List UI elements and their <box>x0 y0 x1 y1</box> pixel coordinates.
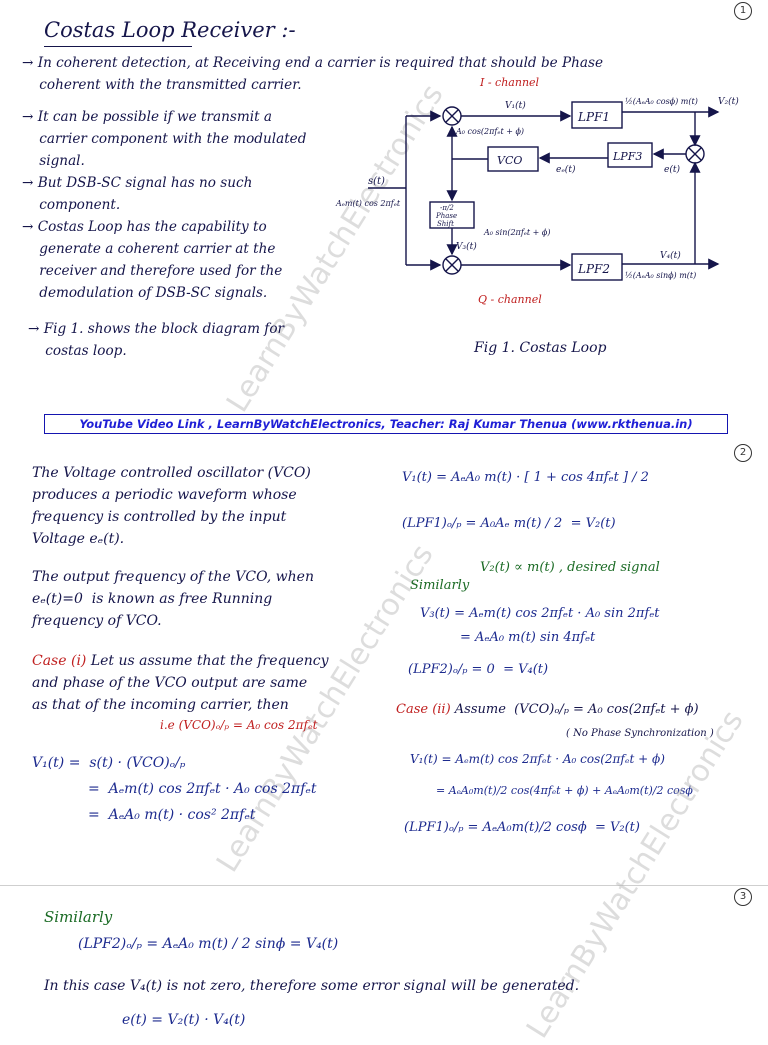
eq-v1-expand: = Aₑm(t) cos 2πfₑt · A₀ cos 2πfₑt <box>88 781 317 797</box>
similarly-label: Similarly <box>44 908 113 926</box>
eq-lpf1-output: (LPF1)ₒ/ₚ = A₀Aₑ m(t) / 2 = V₂(t) <box>402 516 616 531</box>
q-channel-label: Q - channel <box>478 293 542 306</box>
case-2-label: Case (ii) <box>396 702 451 717</box>
error-signal-text: In this case V₄(t) is not zero, therefor… <box>44 978 580 994</box>
title-underline <box>44 46 192 47</box>
eq-v1-case2-expand: = AₑA₀m(t)/2 cos(4πfₑt + ϕ) + AₑA₀m(t)/2… <box>436 784 693 797</box>
bullet-dsb-sc: → But DSB-SC signal has no such componen… <box>22 175 253 213</box>
page-number: 2 <box>734 444 752 462</box>
eq-v1-definition: V₁(t) = s(t) · (VCO)ₒ/ₚ <box>32 755 186 771</box>
et-label: e(t) <box>664 164 680 175</box>
vco-sin-label: A₀ sin(2πfₑt + ϕ) <box>483 228 550 237</box>
lpf1-output-expr: ½(AₑA₀ cosϕ) m(t) <box>625 97 698 106</box>
page-2: 2 LearnByWatchElectronics The Voltage co… <box>0 440 768 885</box>
case-2-block: Case (ii) Assume (VCO)ₒ/ₚ = A₀ cos(2πfₑt… <box>396 702 699 717</box>
case-1-label: Case (i) <box>32 653 87 669</box>
free-running-frequency: The output frequency of the VCO, when eₑ… <box>32 569 314 629</box>
page-title: Costas Loop Receiver :- <box>44 18 296 42</box>
v4-label: V₄(t) <box>660 250 681 261</box>
vco-definition: The Voltage controlled oscillator (VCO) … <box>32 465 311 547</box>
eq-v1-cos: V₁(t) = AₑA₀ m(t) · [ 1 + cos 4πfₑt ] / … <box>402 470 649 485</box>
bullet-coherent-detection: → In coherent detection, at Receiving en… <box>22 55 604 93</box>
v3-label: V₃(t) <box>456 241 477 252</box>
youtube-link-banner[interactable]: YouTube Video Link , LearnByWatchElectro… <box>44 414 728 434</box>
v1-label: V₁(t) <box>505 100 526 111</box>
ec-label: eₑ(t) <box>556 164 576 175</box>
desired-signal: V₂(t) ∝ m(t) , desired signal <box>480 560 660 575</box>
eq-v3-result: = AₑA₀ m(t) sin 4πfₑt <box>460 630 596 645</box>
vco-label: VCO <box>497 154 522 167</box>
figure-caption: Fig 1. Costas Loop <box>474 340 607 356</box>
similarly-label: Similarly <box>410 578 470 593</box>
lpf2-output-expr: ½(AₑA₀ sinϕ) m(t) <box>625 271 696 280</box>
i-channel-label: I - channel <box>479 76 540 89</box>
lpf1-label: LPF1 <box>577 110 610 124</box>
v2-label: V₂(t) <box>718 96 739 107</box>
eq-lpf1-case2: (LPF1)ₒ/ₚ = AₑA₀m(t)/2 cosϕ = V₂(t) <box>404 820 640 835</box>
case-1-block: Case (i) Let us assume that the frequenc… <box>32 650 329 716</box>
eq-lpf2-case2: (LPF2)ₒ/ₚ = AₑA₀ m(t) / 2 sinϕ = V₄(t) <box>78 936 339 952</box>
input-expr: Aₑm(t) cos 2πfₑt <box>335 199 401 208</box>
eq-v3: V₃(t) = Aₑm(t) cos 2πfₑt · A₀ sin 2πfₑt <box>420 606 660 621</box>
eq-v1-case2: V₁(t) = Aₑm(t) cos 2πfₑt · A₀ cos(2πfₑt … <box>410 752 665 766</box>
phase-shift-bot: Shift <box>437 220 454 228</box>
phase-shift-mid: Phase <box>435 212 457 220</box>
page-number: 3 <box>734 888 752 906</box>
input-label: s(t) <box>368 176 385 187</box>
case-1-vco-output: i.e (VCO)ₒ/ₚ = A₀ cos 2πfₑt <box>160 718 318 732</box>
page-3: 3 LearnByWatchElectronics Similarly (LPF… <box>0 705 768 1045</box>
page-number: 1 <box>734 2 752 20</box>
page-1: 1 LearnByWatchElectronics Costas Loop Re… <box>0 0 768 419</box>
case-1-text: Let us assume that the frequency and pha… <box>32 653 329 713</box>
case-2-text: Assume (VCO)ₒ/ₚ = A₀ cos(2πfₑt + ϕ) <box>450 702 699 717</box>
vco-cos-label: A₀ cos(2πfₑt + ϕ) <box>455 127 524 136</box>
costas-loop-diagram: I - channel Q - channel LPF1 LPF2 LPF3 V… <box>335 76 739 306</box>
bullet-transmit-carrier: → It can be possible if we transmit a ca… <box>22 109 307 169</box>
eq-error-signal: e(t) = V₂(t) · V₄(t) <box>122 1012 246 1028</box>
bullet-fig-reference: → Fig 1. shows the block diagram for cos… <box>28 321 285 359</box>
phase-shift-top: -π/2 <box>440 204 454 212</box>
lpf3-label: LPF3 <box>612 150 642 163</box>
eq-lpf2-output: (LPF2)ₒ/ₚ = 0 = V₄(t) <box>408 662 549 677</box>
bullet-costas-capability: → Costas Loop has the capability to gene… <box>22 219 283 301</box>
no-phase-sync-note: ( No Phase Synchronization ) <box>566 728 714 739</box>
eq-v1-result: = AₑA₀ m(t) · cos² 2πfₑt <box>88 807 256 823</box>
lpf2-label: LPF2 <box>577 262 610 276</box>
